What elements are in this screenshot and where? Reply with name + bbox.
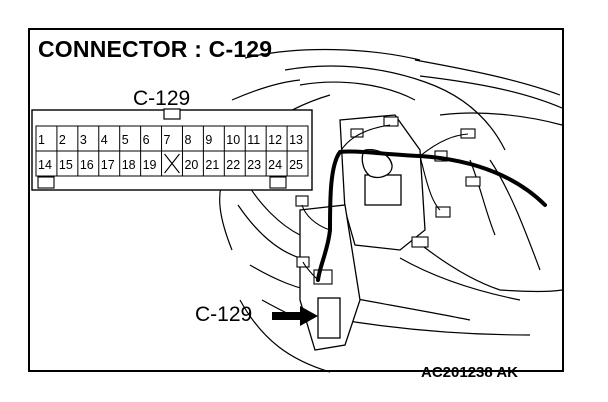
- pin-number: 14: [38, 158, 52, 172]
- pin-number: 16: [80, 158, 94, 172]
- pin-number: 3: [80, 133, 87, 147]
- pin-number: 15: [59, 158, 73, 172]
- pin-number: 22: [226, 158, 240, 172]
- pointer-arrow: [272, 306, 318, 326]
- pin-number: 21: [205, 158, 219, 172]
- pin-number: 4: [101, 133, 108, 147]
- pin-number: 1: [38, 133, 45, 147]
- pin-number: 18: [122, 158, 136, 172]
- pin-number: 17: [101, 158, 115, 172]
- diagram-title: CONNECTOR : C-129: [38, 36, 273, 62]
- pin-number: 25: [289, 158, 303, 172]
- pin-number: 12: [268, 133, 282, 147]
- pin-number: 9: [205, 133, 212, 147]
- pin-number: 13: [289, 133, 303, 147]
- unused-pin-mark: [164, 153, 180, 174]
- pin-number: 6: [143, 133, 150, 147]
- pin-number: 20: [184, 158, 198, 172]
- pin-number: 10: [226, 133, 240, 147]
- pin-number: 23: [247, 158, 261, 172]
- figure-code: AC201238 AK: [421, 364, 518, 381]
- pin-number: 2: [59, 133, 66, 147]
- pin-number: 5: [122, 133, 129, 147]
- pin-number: 7: [164, 133, 171, 147]
- callout-label: C-129: [195, 303, 253, 326]
- pin-number: 11: [247, 133, 260, 147]
- pin-number: 8: [184, 133, 191, 147]
- pin-number: 24: [268, 158, 282, 172]
- connector-label: C-129: [133, 87, 191, 110]
- pin-number: 19: [143, 158, 157, 172]
